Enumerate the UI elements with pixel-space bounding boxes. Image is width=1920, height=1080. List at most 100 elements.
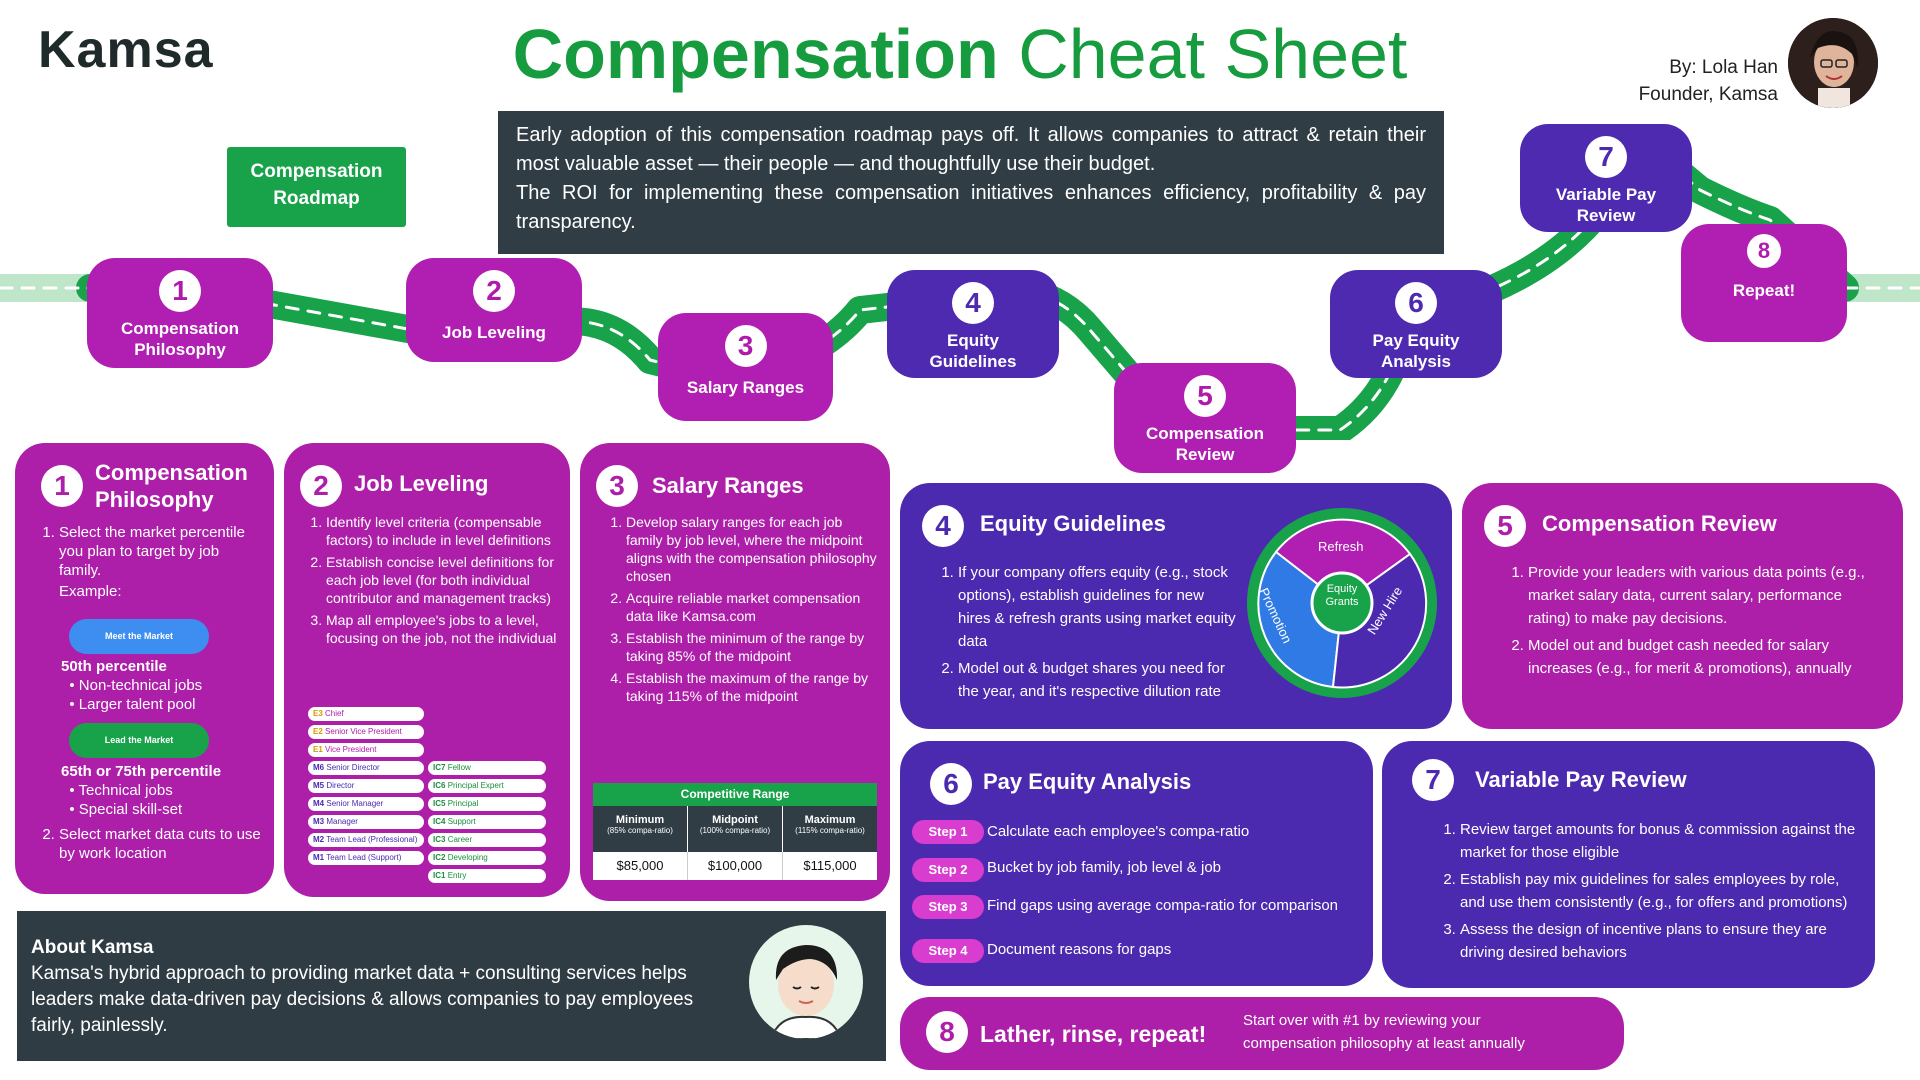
node-label: Job Leveling [442, 323, 546, 342]
card-title: Job Leveling [354, 471, 489, 496]
bullet: • Larger talent pool [61, 696, 196, 713]
card-item: Establish concise level definitions for … [326, 553, 560, 607]
node-number: 7 [1585, 136, 1627, 178]
step-1-text: Calculate each employee's compa-ratio [987, 823, 1250, 840]
card-title: Variable Pay Review [1475, 767, 1687, 792]
road-node-7: 7 Variable Pay Review [1520, 124, 1692, 232]
card-compensation-philosophy: 1 Compensation Philosophy Select the mar… [15, 443, 274, 894]
road-node-4: 4 Equity Guidelines [887, 270, 1059, 378]
level-m1: M1 Team Lead (Support) [308, 851, 424, 865]
node-number: 8 [1747, 234, 1781, 268]
wheel-promotion [1257, 550, 1344, 689]
level-m4: M4 Senior Manager [308, 797, 424, 811]
about-text: Kamsa's hybrid approach to providing mar… [31, 963, 694, 1036]
card-job-leveling: 2 Job Leveling Identify level criteria (… [284, 443, 570, 897]
road-node-3: 3 Salary Ranges [658, 313, 833, 421]
card-title: Pay Equity Analysis [983, 769, 1192, 794]
wheel-label-refresh: Refresh [1318, 539, 1364, 554]
about-title: About Kamsa [31, 937, 154, 958]
card-item: Establish the minimum of the range by ta… [626, 629, 880, 665]
card-item: Provide your leaders with various data p… [1528, 561, 1880, 630]
step-4-text: Document reasons for gaps [987, 941, 1172, 958]
card-number: 8 [926, 1011, 968, 1053]
percentile-a: 50th percentile • Non-technical jobs • L… [61, 657, 271, 714]
road-node-2: 2 Job Leveling [406, 258, 582, 362]
ic-levels: IC7 Fellow IC6 Principal Expert IC5 Prin… [428, 761, 546, 887]
col-min: Minimum(85% compa-ratio) [593, 806, 688, 852]
card-item: Model out & budget shares you need for t… [958, 657, 1240, 703]
level-m2: M2 Team Lead (Professional) [308, 833, 424, 847]
node-label: Compensation Review [1145, 424, 1265, 464]
step-3-text: Find gaps using average compa-ratio for … [987, 897, 1339, 914]
card-number: 2 [300, 465, 342, 507]
card-item: Review target amounts for bonus & commis… [1460, 818, 1862, 864]
road-node-6: 6 Pay Equity Analysis [1330, 270, 1502, 378]
card-text: Start over with #1 by reviewing your com… [1243, 1012, 1525, 1052]
table-title: Competitive Range [593, 783, 877, 806]
level-m6: M6 Senior Director [308, 761, 424, 775]
about-kamsa: About Kamsa Kamsa's hybrid approach to p… [17, 911, 886, 1061]
meet-market-pill: Meet the Market [69, 619, 209, 654]
cell-min: $85,000 [593, 852, 688, 880]
author-photo [1788, 18, 1878, 108]
intro-box: Early adoption of this compensation road… [498, 111, 1444, 254]
card-item: Map all employee's jobs to a level, focu… [326, 611, 560, 647]
card-salary-ranges: 3 Salary Ranges Develop salary ranges fo… [580, 443, 890, 901]
card-item: Establish the maximum of the range by ta… [626, 669, 880, 705]
card-item: Acquire reliable market compensation dat… [626, 589, 880, 625]
level-ic6: IC6 Principal Expert [428, 779, 546, 793]
node-label: Pay Equity Analysis [1372, 331, 1460, 371]
card-title: Compensation Review [1542, 511, 1777, 536]
card-pay-equity-analysis: 6 Pay Equity Analysis Step 1 Calculate e… [900, 741, 1373, 986]
card-number: 4 [922, 505, 964, 547]
level-e2: E2 Senior Vice President [308, 725, 424, 739]
step-3-tag: Step 3 [912, 895, 984, 919]
level-ic7: IC7 Fellow [428, 761, 546, 775]
level-e1: E1 Vice President [308, 743, 424, 757]
intro-line-2: The ROI for implementing these compensat… [516, 182, 1426, 233]
byline-author: By: Lola Han [1669, 57, 1778, 78]
step-2-text: Bucket by job family, job level & job [987, 859, 1222, 876]
node-label: Repeat! [1732, 281, 1796, 300]
example-label: Example: [59, 583, 122, 600]
byline: By: Lola Han Founder, Kamsa [1639, 54, 1778, 108]
bullet: • Special skill-set [61, 801, 183, 818]
intro-line-1: Early adoption of this compensation road… [516, 124, 1426, 175]
roadmap-tag: Compensation Roadmap [227, 147, 406, 227]
card-item: If your company offers equity (e.g., sto… [958, 561, 1240, 653]
level-ic2: IC2 Developing [428, 851, 546, 865]
level-m5: M5 Director [308, 779, 424, 793]
table-row: $85,000 $100,000 $115,000 [593, 852, 877, 880]
node-label: Compensation Philosophy [120, 319, 240, 359]
card-item: Select the market percentile you plan to… [59, 523, 261, 601]
kamsa-logo: Kamsa [38, 21, 214, 79]
level-ic3: IC3 Career [428, 833, 546, 847]
wheel-new-hire [1331, 552, 1428, 689]
level-ic1: IC1 Entry [428, 869, 546, 883]
byline-role: Founder, Kamsa [1638, 84, 1778, 105]
level-ic4: IC4 Support [428, 815, 546, 829]
col-mid: Midpoint(100% compa-ratio) [688, 806, 783, 852]
level-ic5: IC5 Principal [428, 797, 546, 811]
lead-market-pill: Lead the Market [69, 723, 209, 758]
card-title: Equity Guidelines [980, 511, 1166, 536]
node-label: Variable Pay Review [1555, 185, 1657, 225]
card-number: 1 [41, 465, 83, 507]
title-light: Cheat Sheet [1018, 15, 1408, 93]
title-bold: Compensation [512, 15, 999, 93]
card-lather-rinse-repeat: 8 Lather, rinse, repeat! Start over with… [900, 997, 1624, 1070]
node-number: 2 [473, 270, 515, 312]
card-number: 7 [1412, 759, 1454, 801]
node-number: 4 [952, 282, 994, 324]
card-item: Identify level criteria (compensable fac… [326, 513, 560, 549]
node-label: Salary Ranges [686, 378, 805, 397]
node-number: 6 [1395, 282, 1437, 324]
equity-wheel [1247, 508, 1437, 698]
road-node-1: 1 Compensation Philosophy [87, 258, 273, 368]
card-item: Select market data cuts to use by work l… [59, 825, 261, 863]
table-header: Minimum(85% compa-ratio) Midpoint(100% c… [593, 806, 877, 852]
card-title: Compensation Philosophy [95, 460, 248, 512]
col-max: Maximum(115% compa-ratio) [795, 814, 865, 835]
card-compensation-review: 5 Compensation Review Provide your leade… [1462, 483, 1903, 729]
step-4-tag: Step 4 [912, 939, 984, 963]
